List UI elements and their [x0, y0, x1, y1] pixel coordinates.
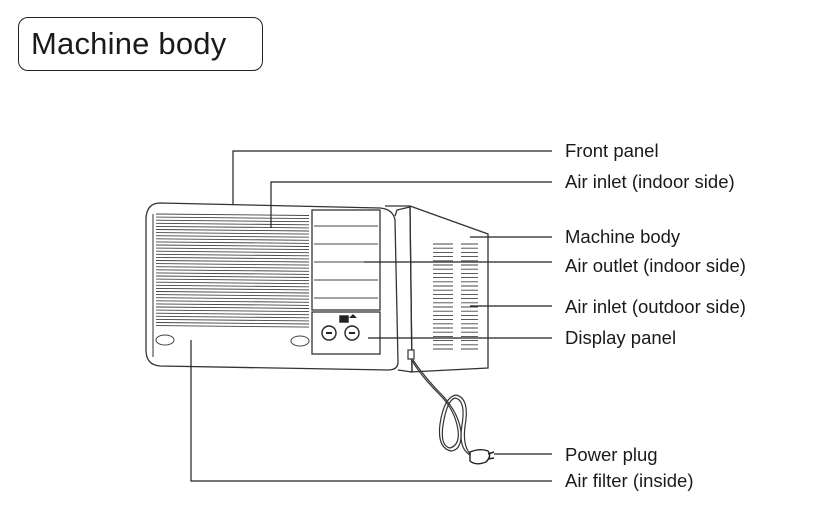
- leader-lines: [190, 150, 552, 482]
- label-machine-body: Machine body: [565, 226, 681, 247]
- front-panel-feet: [155, 334, 310, 347]
- label-air-filter: Air filter (inside): [565, 470, 694, 491]
- label-air-inlet-outdoor: Air inlet (outdoor side): [565, 296, 746, 317]
- side-casing: [409, 205, 489, 373]
- air-inlet-grille-outdoor: [433, 243, 478, 350]
- ac-unit: [145, 202, 489, 373]
- leader-front-panel: [232, 150, 552, 205]
- control-knobs: [321, 314, 360, 341]
- power-cord: [407, 349, 475, 458]
- diagram-title: Machine body: [18, 17, 263, 71]
- label-air-inlet-indoor: Air inlet (indoor side): [565, 171, 735, 192]
- label-front-panel: Front panel: [565, 140, 659, 161]
- air-outlet-frame: [311, 209, 381, 311]
- leader-air-inlet-indoor: [270, 181, 552, 228]
- label-air-outlet-indoor: Air outlet (indoor side): [565, 255, 746, 276]
- air-inlet-grille-indoor: [155, 213, 310, 328]
- label-power-plug: Power plug: [565, 444, 658, 465]
- power-plug-icon: [469, 449, 495, 465]
- label-display-panel: Display panel: [565, 327, 676, 348]
- leader-air-filter: [190, 340, 552, 482]
